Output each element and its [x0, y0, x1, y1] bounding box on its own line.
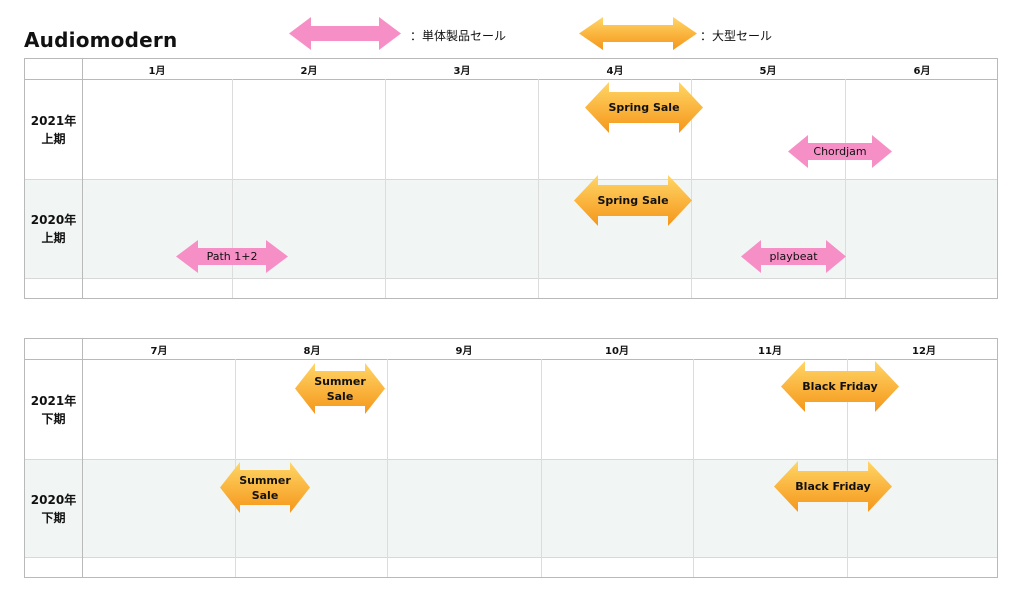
- month-divider: [845, 79, 846, 298]
- sale-label: Black Friday: [795, 480, 871, 493]
- month-divider: [385, 79, 386, 298]
- month-header-row: 7月 8月 9月 10月 11月 12月: [25, 339, 997, 360]
- legend-single-arrow-icon: [289, 17, 401, 50]
- month-divider: [387, 359, 388, 577]
- month-label: 12月: [912, 346, 936, 357]
- month-label: 1月: [148, 66, 166, 77]
- legend-big-label: ：大型セール: [700, 29, 773, 43]
- month-label: 8月: [303, 346, 321, 357]
- label-column-divider: [82, 59, 83, 298]
- period-half: 上期: [41, 231, 66, 245]
- month-divider: [693, 359, 694, 577]
- timeline-second-half: 7月 8月 9月 10月 11月 12月 2021年 下期 2020年 下期 S…: [24, 338, 998, 578]
- month-divider: [232, 79, 233, 298]
- period-year: 2021年: [30, 113, 77, 128]
- month-divider: [541, 359, 542, 577]
- period-year: 2020年: [30, 213, 77, 227]
- month-divider: [847, 359, 848, 577]
- label-column-divider: [82, 339, 83, 577]
- timeline-first-half: 1月 2月 3月 4月 5月 6月 2021年 上期 2020年 上期 Spri…: [24, 58, 998, 299]
- month-label: 11月: [758, 346, 782, 357]
- sale-arrow-2021-summer: Summer Sale: [295, 363, 385, 414]
- period-row-2020-h1: 2020年 上期: [25, 180, 997, 279]
- month-header-row: 1月 2月 3月 4月 5月 6月: [25, 59, 997, 80]
- sale-label: Spring Sale: [597, 194, 669, 207]
- sale-label: Black Friday: [802, 380, 878, 393]
- month-label: 9月: [455, 346, 473, 357]
- month-divider: [691, 79, 692, 298]
- month-divider: [538, 79, 539, 298]
- legend-big-arrow-icon: [579, 17, 697, 50]
- period-year: 2020年: [30, 492, 77, 507]
- month-label: 2月: [300, 66, 318, 77]
- sale-arrow-2021-spring: Spring Sale: [585, 82, 703, 133]
- sale-label: Spring Sale: [608, 101, 680, 114]
- period-half: 下期: [41, 411, 66, 426]
- sale-label: Chordjam: [813, 145, 867, 158]
- sale-arrow-2020-summer: Summer Sale: [220, 462, 310, 513]
- month-label: 3月: [453, 66, 471, 77]
- sale-label: playbeat: [769, 250, 818, 263]
- sale-arrow-2020-blackfriday: Black Friday: [774, 461, 892, 512]
- period-half: 上期: [41, 131, 66, 146]
- sale-label: Path 1+2: [206, 250, 258, 263]
- period-row-2021-h1: 2021年 上期: [25, 80, 997, 180]
- period-half: 下期: [41, 510, 66, 525]
- sale-label: Summer Sale: [239, 473, 291, 502]
- month-label: 4月: [606, 66, 624, 77]
- month-label: 10月: [605, 346, 629, 357]
- period-row-2021-h2: 2021年 下期: [25, 360, 997, 460]
- sale-arrow-2020-playbeat: playbeat: [741, 240, 846, 273]
- legend-single-label: ：単体製品セール: [410, 29, 507, 43]
- month-label: 6月: [913, 66, 931, 77]
- sale-arrow-2021-blackfriday: Black Friday: [781, 361, 899, 412]
- month-label: 7月: [150, 346, 168, 357]
- month-label: 5月: [759, 66, 777, 77]
- sale-arrow-2021-chordjam: Chordjam: [788, 135, 892, 168]
- sale-arrow-2020-spring: Spring Sale: [574, 175, 692, 226]
- sale-arrow-2020-path: Path 1+2: [176, 240, 288, 273]
- brand-title: Audiomodern: [24, 28, 178, 52]
- period-year: 2021年: [30, 393, 77, 408]
- sale-label: Summer Sale: [314, 374, 366, 403]
